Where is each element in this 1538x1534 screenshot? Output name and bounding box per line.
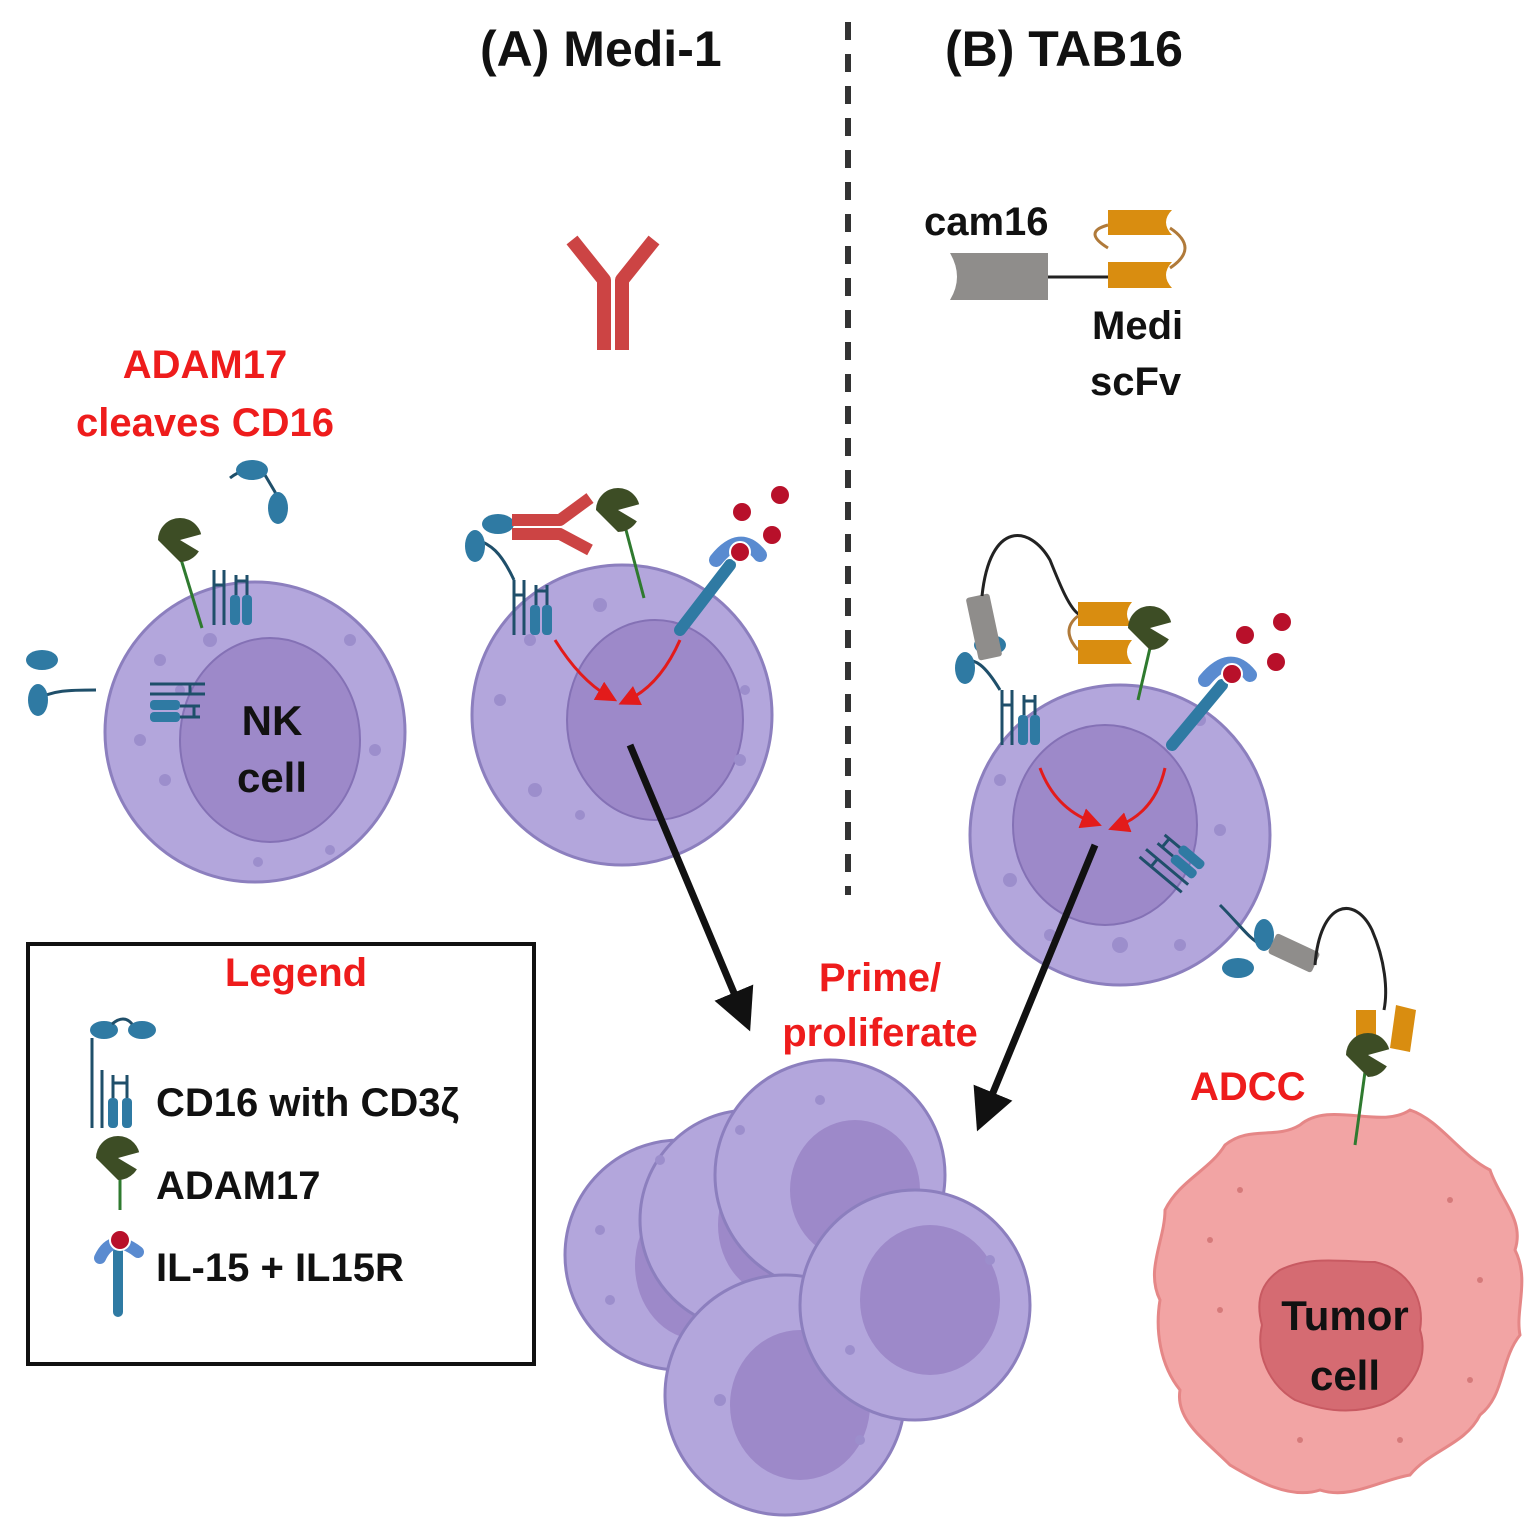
panel-b-title: (B) TAB16 xyxy=(945,21,1183,77)
nk-cell-medi1 xyxy=(470,563,774,867)
nk-cell-label-line1: NK xyxy=(241,697,303,744)
tab16-construct xyxy=(950,210,1187,300)
adam17-cleaves-label-line1: ADAM17 xyxy=(122,343,288,387)
nk-cell-tab16 xyxy=(968,683,1272,987)
cd16-receptor-left-side xyxy=(26,650,207,724)
il15-receptor-medi1 xyxy=(674,486,789,636)
arrow-medi1-to-proliferation xyxy=(626,743,754,1032)
medi-label: Medi xyxy=(1092,304,1184,348)
legend-item-cd16-label: CD16 with CD3ζ xyxy=(156,1081,459,1125)
adam17-enzyme-tab16 xyxy=(1128,606,1174,701)
cd16-tab16-complex xyxy=(955,534,1132,747)
cam16-label: cam16 xyxy=(924,200,1049,244)
cleaved-cd16-fragment xyxy=(229,460,288,524)
proliferating-nk-cluster xyxy=(563,1058,1032,1517)
nk-cell-left xyxy=(103,580,407,884)
tumor-cell-label-line2: cell xyxy=(1309,1352,1381,1399)
adam17-cleaves-label-line2: cleaves CD16 xyxy=(76,401,334,445)
il15-receptor-tab16 xyxy=(1166,613,1291,751)
cd16-tab16-adcc-bridge xyxy=(1138,826,1416,1055)
arrow-tab16-to-proliferation xyxy=(973,843,1099,1132)
cd16-medi1-complex xyxy=(465,493,594,637)
legend-item-il15-label: IL-15 + IL15R xyxy=(156,1246,404,1290)
adam17-enzyme-medi1 xyxy=(596,488,646,599)
medi1-antibody xyxy=(566,235,660,350)
adcc-label: ADCC xyxy=(1190,1065,1306,1109)
tumor-cell-label-line1: Tumor xyxy=(1281,1292,1409,1339)
legend-item-adam17-label: ADAM17 xyxy=(156,1164,321,1208)
legend-title: Legend xyxy=(224,951,368,995)
adam17-enzyme-tumor xyxy=(1346,1033,1392,1146)
prime-label-line2: proliferate xyxy=(782,1011,978,1055)
nk-cell-label-line2: cell xyxy=(236,754,308,801)
il15-il15r-icon xyxy=(94,1229,144,1317)
legend-box xyxy=(26,942,536,1366)
adam17-icon xyxy=(96,1136,142,1210)
panel-a-title: (A) Medi-1 xyxy=(480,21,722,77)
scfv-label: scFv xyxy=(1090,360,1182,404)
adam17-enzyme-left xyxy=(158,518,204,629)
tumor-cell xyxy=(1152,1108,1524,1495)
prime-label-line1: Prime/ xyxy=(818,956,942,1000)
cd16-cd3z-icon xyxy=(90,1017,156,1128)
